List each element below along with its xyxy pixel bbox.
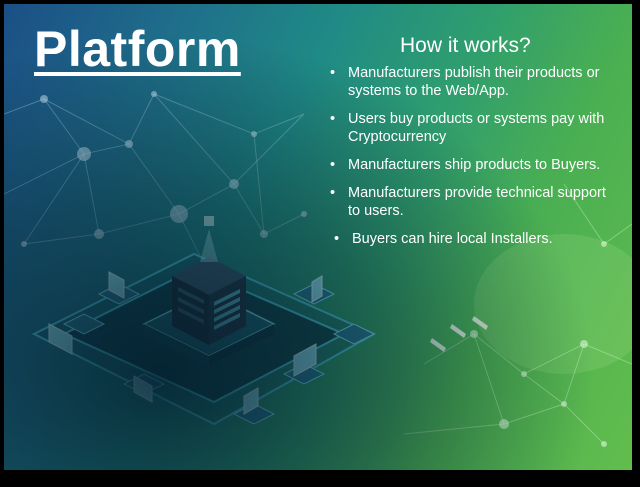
list-item: Manufacturers ship products to Buyers. — [322, 156, 622, 174]
page-title: Platform — [34, 21, 241, 77]
list-item: Users buy products or systems pay with C… — [322, 110, 622, 146]
list-item: Manufacturers publish their products or … — [322, 64, 622, 100]
slide: Platform How it works? Manufacturers pub… — [4, 4, 632, 470]
list-item: Buyers can hire local Installers. — [322, 230, 622, 248]
network-illustration — [4, 91, 632, 447]
bullet-list: Manufacturers publish their products or … — [322, 64, 622, 258]
subtitle: How it works? — [400, 34, 531, 57]
list-item: Manufacturers provide technical support … — [322, 184, 622, 220]
